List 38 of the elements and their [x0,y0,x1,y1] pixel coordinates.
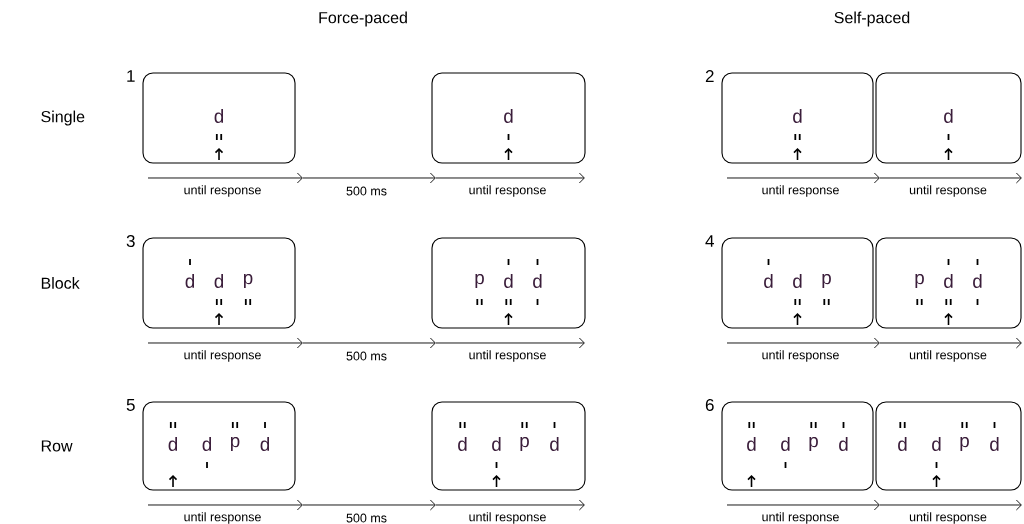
row-label: Block [41,277,80,289]
screen-box: d d p d [721,401,874,491]
panel-number: 2 [705,70,714,82]
screen-box: d d p [721,237,874,329]
duration-label: until response [469,350,546,362]
screen-box: p d d [431,237,586,329]
row-label: Single [41,110,85,126]
duration-label: until response [469,185,546,197]
duration-label: 500 ms [346,351,387,361]
screen-box: d [142,72,296,164]
duration-label: until response [909,512,987,524]
duration-label: until response [469,512,546,524]
screen-box: d [431,72,586,164]
panel-number: 5 [126,399,135,411]
screen-box: p d d [875,237,1022,329]
panel-number: 3 [126,234,135,247]
duration-label: until response [909,350,987,362]
duration-label: until response [184,185,261,197]
panel-number: 1 [127,70,135,82]
duration-label: until response [184,512,261,524]
panel-number: 4 [705,235,714,247]
column-heading: Self-paced [834,11,910,27]
duration-label: until response [762,350,839,362]
screen-box: d [875,72,1022,164]
panel-number: 6 [705,398,714,411]
column-heading: Force-paced [319,11,407,27]
duration-label: until response [909,185,987,197]
screen-box: d d p d [431,401,586,491]
row-label: Row [41,440,73,452]
duration-label: until response [762,185,839,197]
screen-box: d d p d [875,401,1022,491]
screen-box: d d p d [142,401,296,491]
duration-label: 500 ms [346,513,387,523]
duration-label: until response [762,512,839,524]
duration-label: 500 ms [346,186,387,196]
screen-box: d [721,72,874,164]
screen-box: d d p [142,237,296,329]
duration-label: until response [184,350,261,362]
